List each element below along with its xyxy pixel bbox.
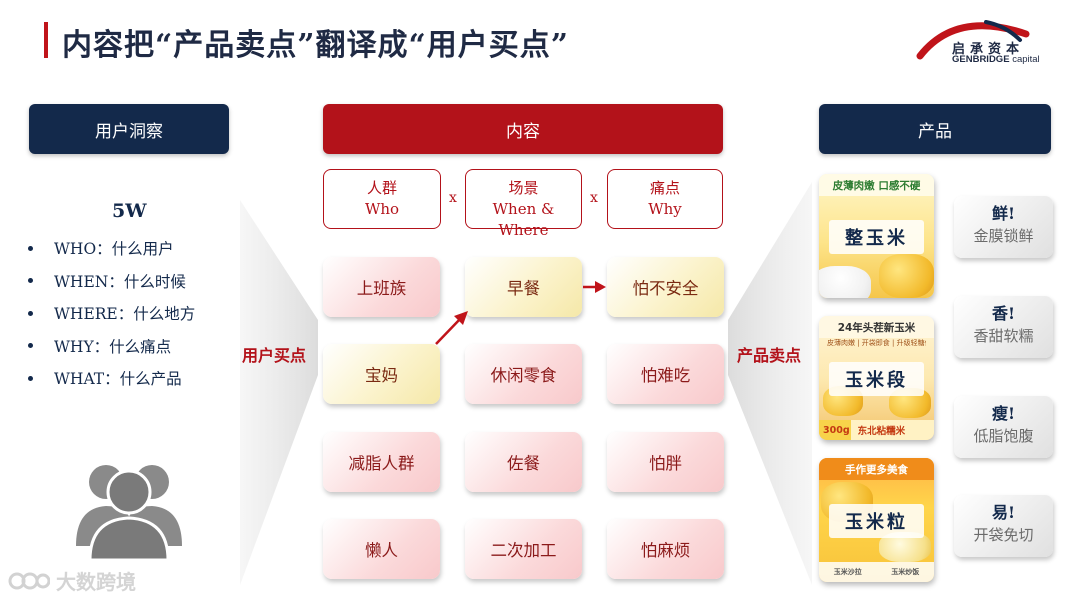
- benefit-card: 香!香甜软糯: [954, 296, 1053, 358]
- benefit-card: 易!开袋免切: [954, 495, 1053, 557]
- watermark-logo-icon: [8, 568, 50, 594]
- steamer-image: [819, 266, 871, 298]
- multiply-sign: x: [449, 190, 457, 206]
- product-subbanner: 皮薄肉嫩 | 开袋即食 | 升级轻糖低脂: [827, 338, 926, 352]
- product-card-whole-corn: 皮薄肉嫩 口感不硬 整玉米: [819, 174, 934, 298]
- product-selling-points-label: 产品卖点: [737, 342, 801, 366]
- product-banner: 24年头茬新玉米: [819, 316, 934, 338]
- five-w-item: WHY：什么痛点: [28, 330, 195, 363]
- pain-cell: 怕难吃: [607, 344, 724, 404]
- watermark: 大数跨境: [8, 566, 136, 595]
- pain-cell: 怕不安全: [607, 257, 724, 317]
- who-cell: 懒人: [323, 519, 440, 579]
- product-label: 整玉米: [829, 220, 924, 254]
- product-card-corn-kernels: 手作更多美食 玉米粒 玉米沙拉玉米炒饭: [819, 458, 934, 582]
- pain-cell: 怕胖: [607, 432, 724, 492]
- who-cell: 宝妈: [323, 344, 440, 404]
- multiply-sign: x: [590, 190, 598, 206]
- five-w-item: WHEN：什么时候: [28, 265, 195, 298]
- product-banner: 手作更多美食: [819, 458, 934, 480]
- benefit-card: 鲜!金膜锁鲜: [954, 196, 1053, 258]
- scene-cell: 早餐: [465, 257, 582, 317]
- bullet-icon: [28, 246, 33, 251]
- user-buying-points-label: 用户买点: [242, 342, 306, 366]
- five-w-item: WHO：什么用户: [28, 232, 195, 265]
- pain-cell: 怕麻烦: [607, 519, 724, 579]
- product-label: 玉米粒: [829, 504, 924, 538]
- scene-cell: 佐餐: [465, 432, 582, 492]
- bullet-icon: [28, 278, 33, 283]
- scene-cell: 二次加工: [465, 519, 582, 579]
- who-cell: 减脂人群: [323, 432, 440, 492]
- users-group-icon: [74, 456, 184, 560]
- who-cell: 上班族: [323, 257, 440, 317]
- product-card-corn-segments: 24年头茬新玉米 皮薄肉嫩 | 开袋即食 | 升级轻糖低脂 玉米段 300g东北…: [819, 316, 934, 440]
- product-footer: 玉米沙拉玉米炒饭: [819, 562, 934, 582]
- five-w-item: WHAT：什么产品: [28, 362, 195, 395]
- corn-image: [879, 254, 934, 298]
- benefit-card: 瘦!低脂饱腹: [954, 396, 1053, 458]
- five-w-list: WHO：什么用户 WHEN：什么时候 WHERE：什么地方 WHY：什么痛点 W…: [28, 232, 195, 395]
- product-label: 玉米段: [829, 362, 924, 396]
- bullet-icon: [28, 343, 33, 348]
- five-w-title: 5W: [112, 200, 147, 222]
- left-funnel-shape: [240, 200, 318, 585]
- scene-cell: 休闲零食: [465, 344, 582, 404]
- right-funnel-shape: [728, 182, 812, 585]
- bullet-icon: [28, 311, 33, 316]
- product-banner: 皮薄肉嫩 口感不硬: [819, 174, 934, 196]
- five-w-item: WHERE：什么地方: [28, 297, 195, 330]
- bullet-icon: [28, 376, 33, 381]
